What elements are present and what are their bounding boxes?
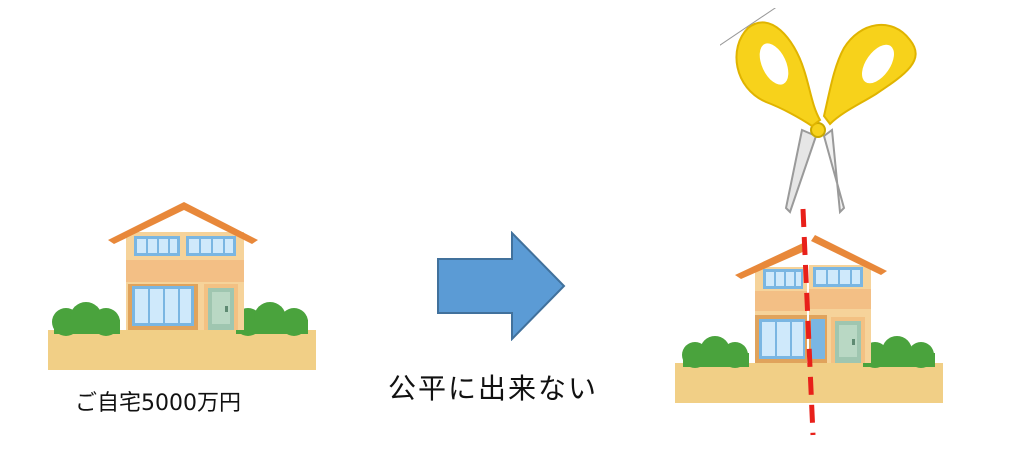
- arrow-right-icon: [437, 231, 566, 341]
- house-illustration-left: [48, 202, 316, 370]
- house-half-left: [735, 243, 807, 363]
- house-half-right: [809, 235, 887, 363]
- bushes-left: [682, 336, 749, 368]
- home-value-caption: ご自宅5000万円: [75, 391, 241, 416]
- unfair-caption: 公平に出来ない: [388, 372, 599, 405]
- lower-window: [128, 284, 198, 330]
- house-band: [126, 260, 244, 282]
- upper-windows: [134, 236, 236, 256]
- dashed-cut-line: [800, 208, 816, 436]
- roof: [108, 202, 258, 244]
- ground: [48, 330, 316, 370]
- bushes-right: [234, 302, 308, 336]
- scissors-icon: [720, 8, 917, 215]
- door: [204, 284, 238, 330]
- bushes-left: [52, 302, 120, 336]
- bushes-right: [862, 336, 935, 368]
